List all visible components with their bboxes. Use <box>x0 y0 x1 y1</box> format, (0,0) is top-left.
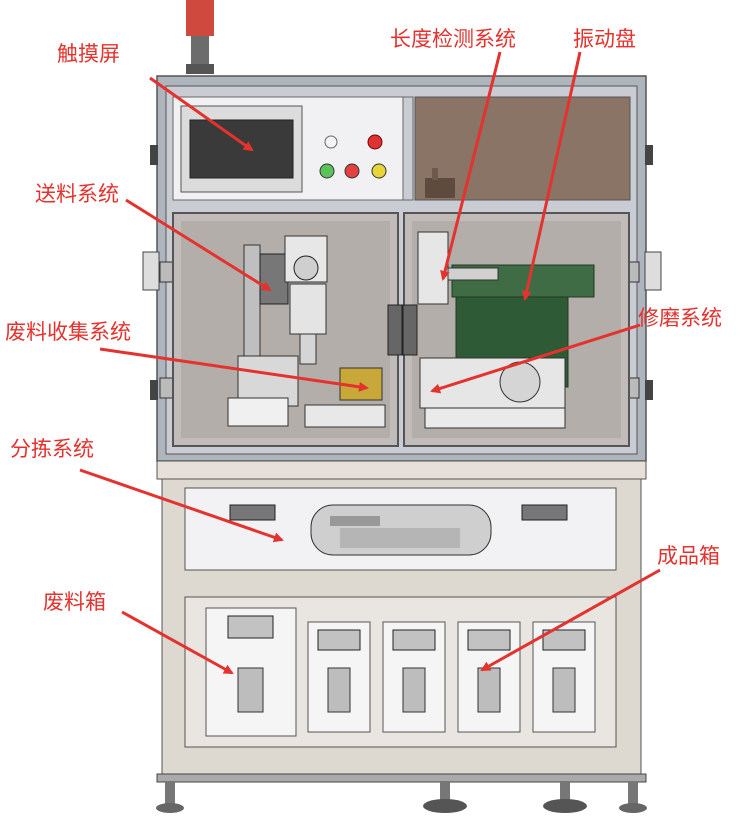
arrow-touchscreen <box>149 76 254 152</box>
arrow-feeding <box>125 198 272 292</box>
yellow-button-icon <box>371 163 387 179</box>
door-handle <box>387 304 403 356</box>
arrow-waste-collection <box>99 347 369 392</box>
label-feeding: 送料系统 <box>35 182 119 206</box>
label-length-detection: 长度检测系统 <box>390 27 516 51</box>
arrow-vibratory-bowl <box>521 51 582 301</box>
label-sorting: 分拣系统 <box>10 437 94 461</box>
arrow-grinding <box>430 323 641 394</box>
machine-feet <box>156 773 647 813</box>
touchscreen-display <box>189 119 294 179</box>
left-door <box>172 212 399 447</box>
red-button-icon <box>344 163 360 179</box>
control-panel <box>172 96 414 201</box>
arrow-waste-bin <box>121 610 234 675</box>
right-door <box>387 212 630 447</box>
emergency-stop-icon <box>367 134 383 150</box>
green-button-icon <box>319 163 335 179</box>
signal-tower <box>186 0 214 74</box>
label-waste-bin: 废料箱 <box>43 590 106 614</box>
label-waste-collection: 废料收集系统 <box>5 320 131 344</box>
label-touchscreen: 触摸屏 <box>57 42 120 66</box>
label-product-bins: 成品箱 <box>657 544 720 568</box>
bowl-top-detail <box>425 168 455 198</box>
arrow-length-detection <box>440 51 502 281</box>
label-grinding: 修磨系统 <box>638 306 722 330</box>
label-vibratory-bowl: 振动盘 <box>573 27 636 51</box>
callout-arrows <box>79 51 661 675</box>
base-band <box>156 460 647 480</box>
lower-cabinet <box>161 478 642 775</box>
arrow-sorting <box>79 468 284 543</box>
arrow-product-bins <box>480 568 661 672</box>
